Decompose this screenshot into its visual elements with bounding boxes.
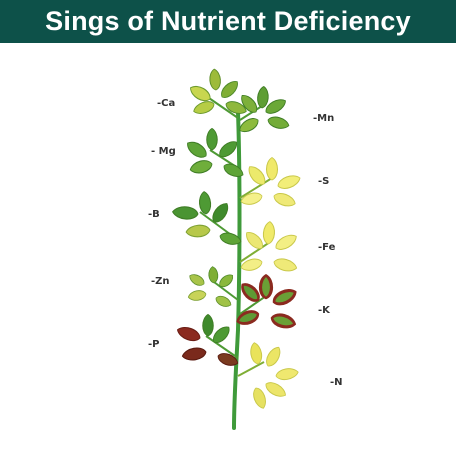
leaf-cluster-zn [187, 265, 239, 310]
plant-diagram: -Ca - Mg -B -Zn -P -Mn -S -Fe -K -N [0, 43, 456, 444]
leaf-cluster-ca [187, 68, 249, 119]
label-mg: - Mg [151, 146, 176, 157]
leaf-cluster-mg [183, 127, 246, 181]
label-zn: -Zn [151, 276, 170, 287]
page-title: Sings of Nutrient Deficiency [45, 6, 411, 36]
plant-illustration: -Ca - Mg -B -Zn -P -Mn -S -Fe -K -N [148, 68, 343, 430]
leaf-cluster-mn [236, 85, 291, 136]
header-bar: Sings of Nutrient Deficiency [0, 0, 456, 43]
leaf-cluster-s [239, 156, 303, 210]
label-n: -N [330, 377, 343, 388]
label-b: -B [148, 209, 160, 220]
label-ca: -Ca [157, 98, 175, 109]
main-stem [232, 110, 242, 430]
leaf-cluster-b [171, 190, 243, 248]
label-p: -P [148, 339, 159, 350]
label-mn: -Mn [313, 113, 334, 124]
leaf-cluster-fe [239, 220, 300, 274]
label-k: -K [318, 305, 331, 316]
leaf-cluster-n [237, 341, 300, 411]
leaf-cluster-k [234, 273, 300, 331]
label-fe: -Fe [318, 242, 336, 253]
leaf-cluster-p [174, 313, 241, 369]
label-s: -S [318, 176, 329, 187]
